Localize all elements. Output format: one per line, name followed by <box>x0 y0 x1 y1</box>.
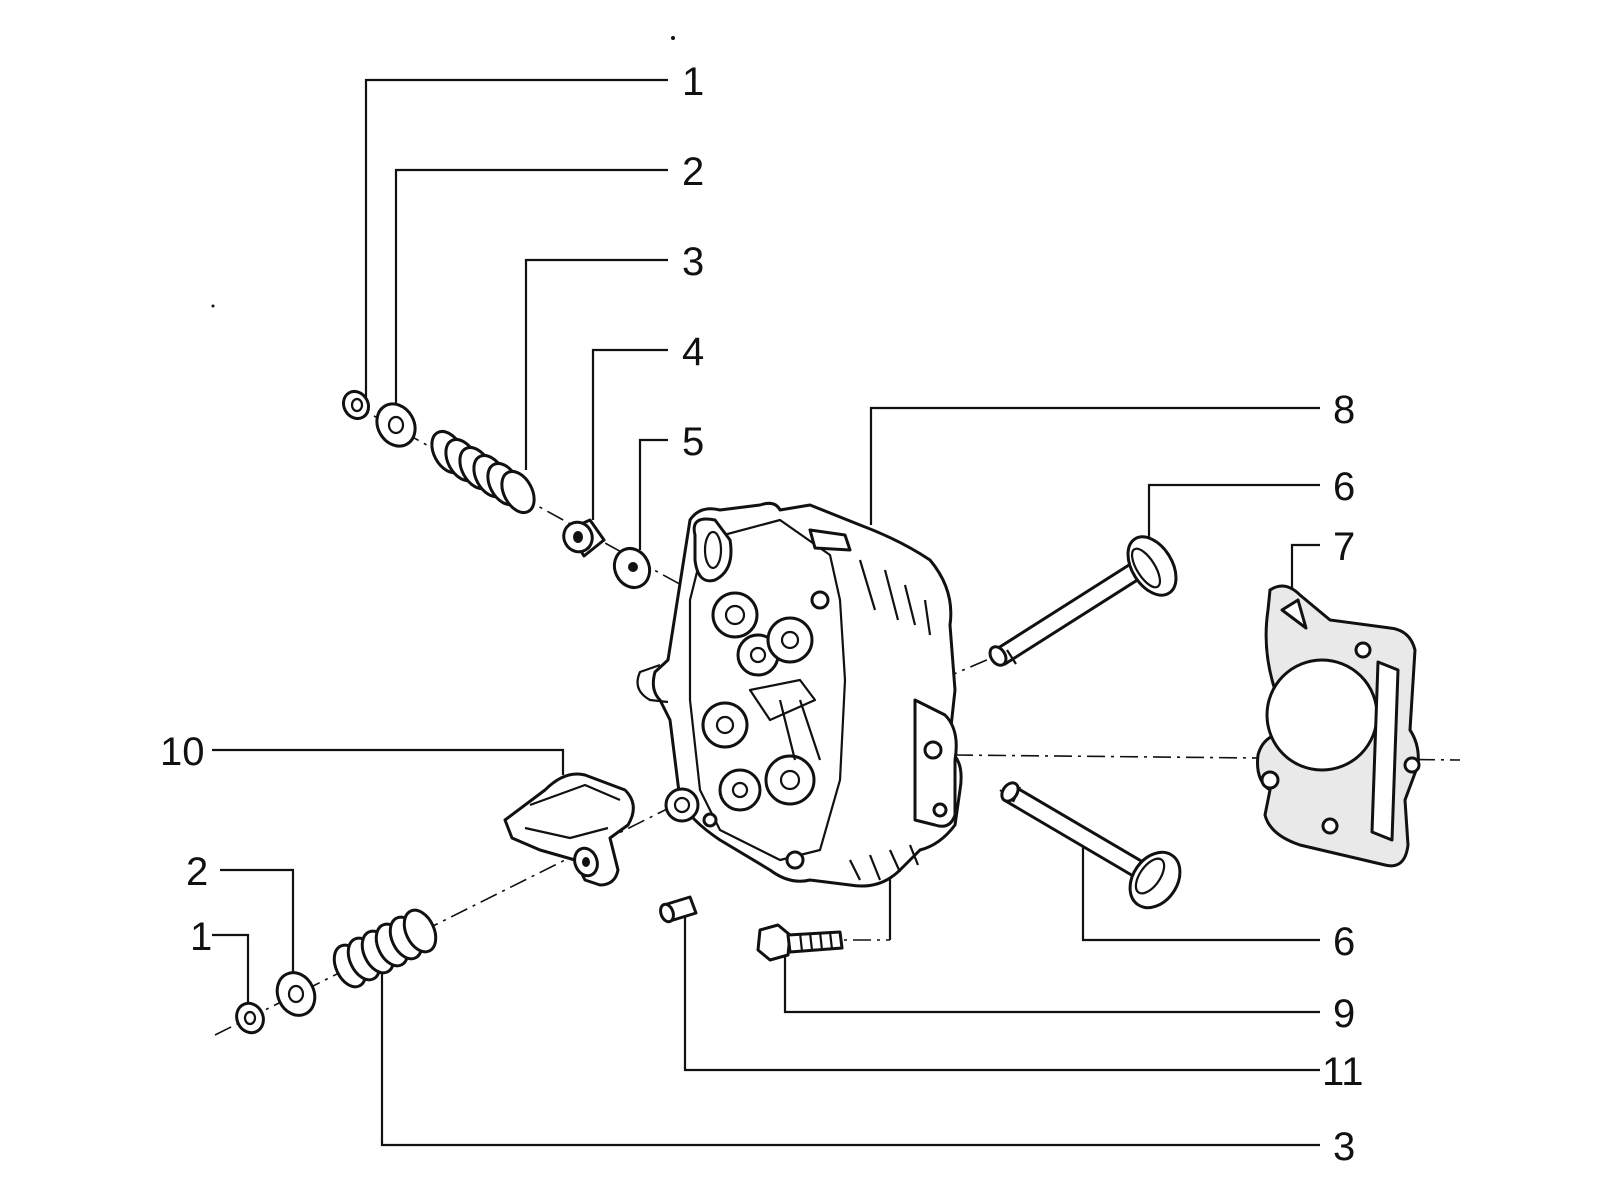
callout-6-top: 6 <box>1333 465 1355 509</box>
leader-3-top <box>524 258 668 470</box>
callout-labels: 1 2 3 4 5 8 6 7 10 2 1 6 9 11 3 <box>160 60 1364 1169</box>
leader-7 <box>1290 543 1320 600</box>
valve-collet-top <box>341 389 371 421</box>
callout-10: 10 <box>160 730 205 774</box>
valve-spring-bottom <box>332 908 438 989</box>
valve-collet-bottom <box>235 1001 265 1035</box>
leader-10 <box>212 748 565 775</box>
leader-8 <box>869 406 1320 525</box>
cylinder-head <box>636 501 963 888</box>
callout-9: 9 <box>1333 992 1355 1036</box>
leader-11 <box>683 915 1320 1072</box>
callout-7: 7 <box>1333 525 1355 569</box>
leader-4 <box>591 348 668 520</box>
scan-speck <box>671 36 675 40</box>
callout-2-top: 2 <box>682 150 704 194</box>
leader-2-top <box>394 168 668 418</box>
valve-spring-top <box>430 429 536 515</box>
dowel-pin <box>659 895 698 924</box>
head-gasket <box>1256 584 1421 868</box>
callout-3-top: 3 <box>682 240 704 284</box>
callout-11: 11 <box>1322 1050 1364 1094</box>
spring-retainer-top <box>375 402 417 448</box>
bottom-valve-assembly <box>235 908 438 1035</box>
callout-1-top: 1 <box>682 60 704 104</box>
callout-2-bottom: 2 <box>186 850 208 894</box>
spring-seat-washer-top <box>612 547 652 589</box>
leader-5 <box>638 438 668 550</box>
spring-retainer-bottom <box>275 971 317 1017</box>
leader-6-top <box>1147 483 1320 548</box>
callout-8: 8 <box>1333 388 1355 432</box>
valve-top <box>988 535 1178 667</box>
callout-4: 4 <box>682 330 704 374</box>
rocker-holder <box>503 772 635 887</box>
scan-speck <box>211 304 215 308</box>
callout-1-bottom: 1 <box>190 915 212 959</box>
valve-oil-seal-top <box>562 518 606 558</box>
leader-6-bottom <box>1081 840 1320 942</box>
head-bolt <box>756 923 844 962</box>
leader-1-top <box>364 78 668 402</box>
valve-bottom <box>1000 781 1182 910</box>
callout-5: 5 <box>682 420 704 464</box>
leader-lines <box>212 78 1320 1147</box>
callout-3-bottom: 3 <box>1333 1125 1355 1169</box>
top-valve-assembly <box>341 389 652 589</box>
leader-3-bottom <box>380 965 1320 1147</box>
leader-9 <box>783 950 1320 1014</box>
callout-6-bottom: 6 <box>1333 920 1355 964</box>
leader-2-bottom <box>220 868 295 975</box>
leader-1-bottom <box>212 933 250 1005</box>
